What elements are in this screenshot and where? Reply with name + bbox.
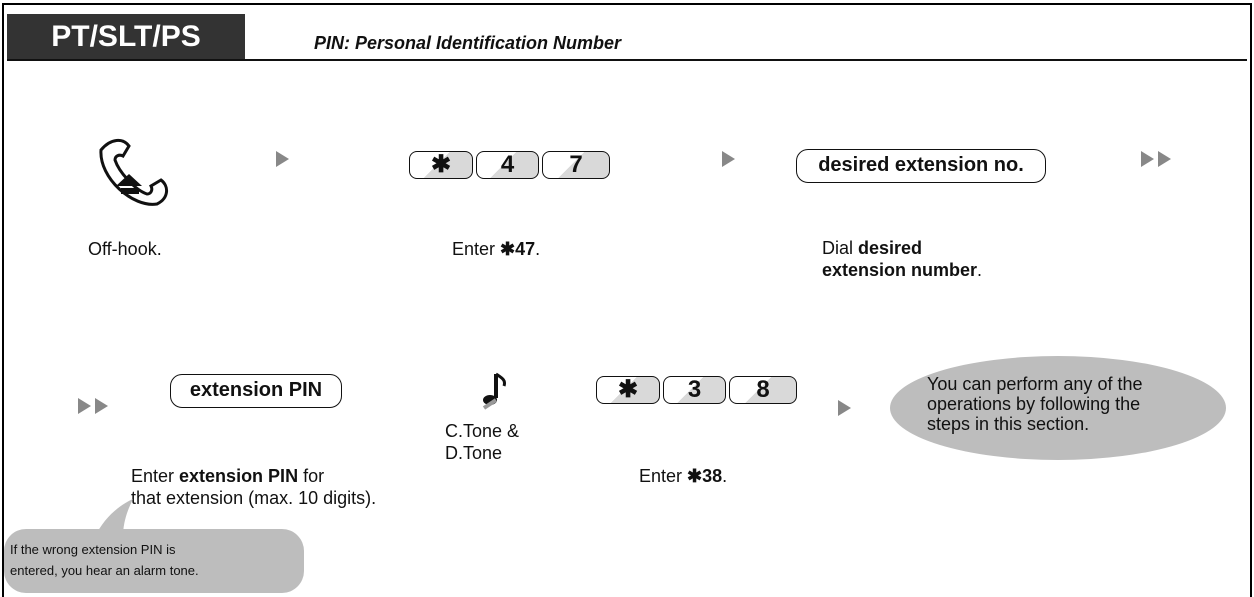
handset-offhook-icon: [99, 139, 168, 206]
key-4: 4: [476, 151, 539, 179]
page-frame: [2, 3, 1252, 597]
note-text: If the wrong extension PIN is entered, y…: [10, 542, 199, 578]
star-38-code: ✱38: [687, 466, 723, 486]
key-8: 8: [729, 376, 797, 404]
star-47-code: ✱47: [500, 239, 536, 259]
double-arrow-2b: [95, 398, 108, 414]
double-arrow-1a: [1141, 151, 1154, 167]
enter-38-caption: Enter ✱38.: [639, 466, 728, 486]
extension-pin-box: extension PIN: [170, 374, 342, 408]
note-bubble: [4, 529, 304, 593]
key-7: 7: [542, 151, 610, 179]
tone-label: C.Tone & D.Tone: [445, 421, 520, 463]
offhook-caption: Off-hook.: [88, 239, 162, 259]
dial-extension-caption: Dial desired extension number.: [822, 238, 983, 280]
note-bubble-tail: [95, 499, 133, 537]
header-rule: [7, 59, 1247, 61]
arrow-step2: [722, 151, 735, 167]
result-bubble-text: You can perform any of the operations by…: [927, 374, 1143, 434]
header-tab: PT/SLT/PS: [7, 14, 245, 60]
key-3: 3: [663, 376, 726, 404]
desired-extension-box: desired extension no.: [796, 149, 1046, 183]
double-arrow-2a: [78, 398, 91, 414]
key-star-38: ✱: [596, 376, 660, 404]
key-star-47: ✱: [409, 151, 473, 179]
enter-47-caption: Enter ✱47.: [452, 239, 541, 259]
result-bubble: [890, 356, 1226, 460]
double-arrow-1b: [1158, 151, 1171, 167]
arrow-step3: [838, 400, 851, 416]
header-caption: PIN: Personal Identification Number: [314, 33, 622, 53]
arrow-step1: [276, 151, 289, 167]
music-note-icon: [482, 372, 506, 410]
enter-pin-caption: Enter extension PIN for that extension (…: [131, 466, 377, 508]
